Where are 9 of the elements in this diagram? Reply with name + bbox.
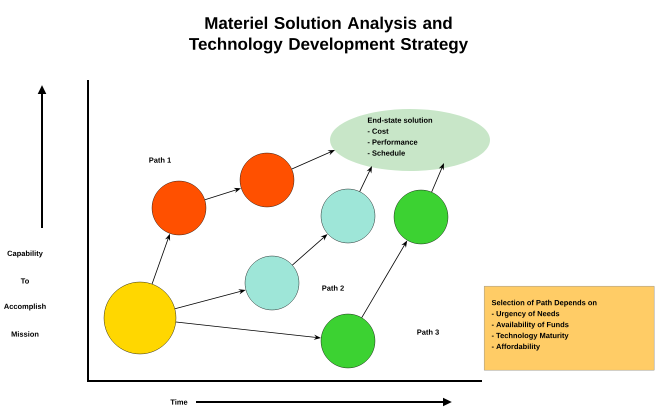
circle [104,282,176,354]
circle [394,190,448,244]
circle [244,256,300,310]
circle [320,314,376,368]
title: Materiel Solution Analysis and Technology Development Strategy [189,16,468,54]
ellipse [330,109,490,171]
circle [320,188,376,244]
circle [240,152,294,208]
circle [152,180,206,236]
